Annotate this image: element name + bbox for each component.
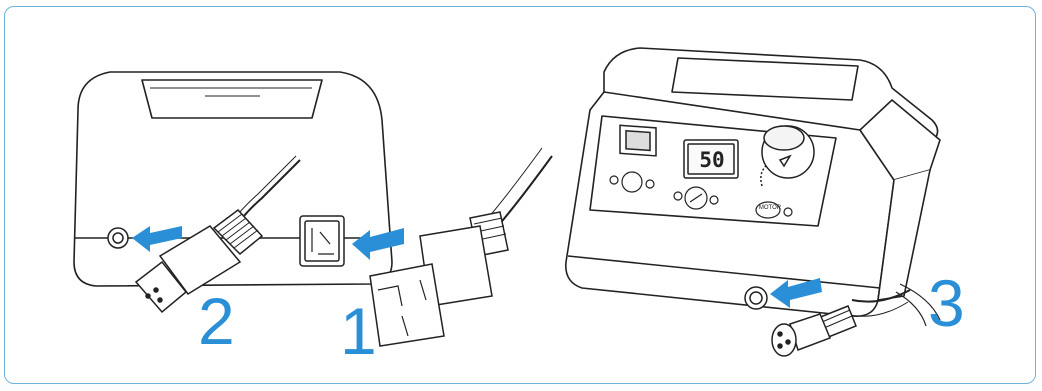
step-number-3: 3 [928, 270, 965, 336]
display-readout: 50 [690, 146, 734, 174]
handpiece-socket [745, 287, 767, 309]
motor-button-label: MOTOR [755, 205, 785, 211]
power-switch [620, 125, 656, 156]
foot-pedal-socket [108, 228, 128, 248]
step-number-1: 1 [340, 298, 377, 364]
power-inlet [300, 216, 344, 266]
iec-plug [370, 148, 552, 346]
step-number-2: 2 [198, 288, 235, 354]
